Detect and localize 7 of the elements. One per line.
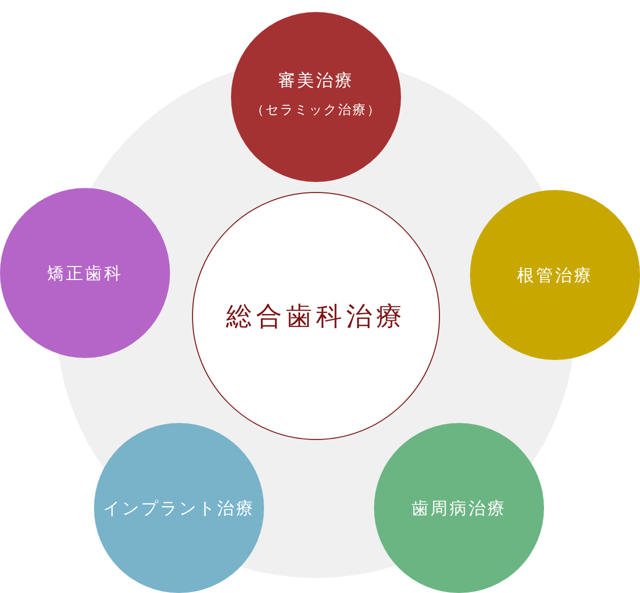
- circle-label: 矯正歯科: [47, 262, 123, 284]
- circle-label: 根管治療: [517, 264, 593, 286]
- circle-label: 歯周病治療: [412, 498, 506, 520]
- circle-label: 審美治療: [278, 70, 354, 92]
- center-title: 総合歯科治療: [226, 300, 406, 334]
- circle-label: インプラント治療: [103, 498, 255, 520]
- circle-sublabel: （セラミック治療）: [250, 102, 382, 119]
